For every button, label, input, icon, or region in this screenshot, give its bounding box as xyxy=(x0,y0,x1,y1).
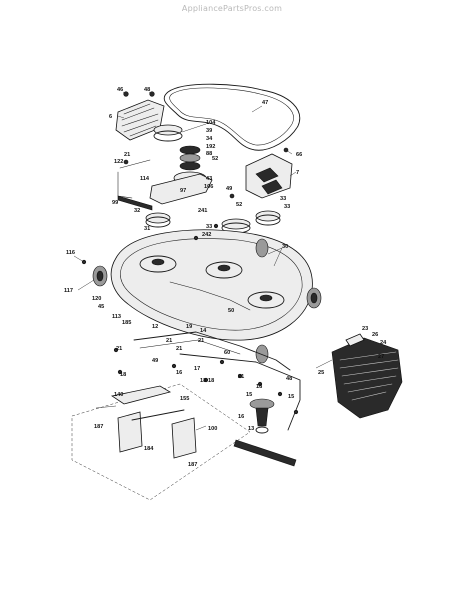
callout: 100 xyxy=(208,426,217,432)
belt-guard-left xyxy=(115,99,165,141)
callout: 117 xyxy=(64,288,73,294)
callout: 34 xyxy=(206,136,213,142)
callout: 13 xyxy=(248,426,254,432)
callout: 24 xyxy=(380,340,387,346)
callout: 21 xyxy=(238,374,244,380)
callout: 6 xyxy=(109,114,112,120)
callout: 18 xyxy=(200,378,206,384)
callout: 15 xyxy=(246,392,252,398)
callout: 52 xyxy=(236,202,242,208)
callout: 50 xyxy=(228,308,234,314)
callout: 33 xyxy=(206,224,212,230)
callout: 113 xyxy=(112,314,121,320)
callout: 185 xyxy=(122,320,131,326)
callout: 15 xyxy=(288,394,294,400)
callout: 241 xyxy=(198,208,207,214)
callout: 97 xyxy=(180,188,186,194)
callout: 12 xyxy=(152,324,158,330)
callout: 106 xyxy=(204,184,213,190)
callout: 116 xyxy=(66,250,75,256)
callout: 66 xyxy=(296,152,302,158)
callout: 242 xyxy=(202,232,211,238)
callout: 26 xyxy=(372,332,378,338)
callout: 48 xyxy=(286,376,292,382)
callout: 46 xyxy=(117,87,123,93)
callout: 16 xyxy=(238,414,244,420)
hardware-fasteners xyxy=(81,91,299,415)
callout: 7 xyxy=(296,170,299,176)
callout: 60 xyxy=(224,350,230,356)
callout: 21 xyxy=(124,152,130,158)
callout: 21 xyxy=(198,338,204,344)
callout: 104 xyxy=(206,120,216,126)
callout: 19 xyxy=(186,324,192,330)
callout: 49 xyxy=(152,358,158,364)
callout: 155 xyxy=(180,396,189,402)
callout: 33 xyxy=(284,204,290,210)
callout: 45 xyxy=(98,304,104,310)
callout: 18 xyxy=(120,372,126,378)
leader-lines xyxy=(73,91,333,431)
callout: 114 xyxy=(140,176,150,182)
callout: 52 xyxy=(212,156,218,162)
callout-labels: 46 48 6 104 39 34 192 88 52 47 66 21 122… xyxy=(64,87,387,468)
callout: 39 xyxy=(206,128,212,134)
callout: 21 xyxy=(116,346,122,352)
callout: 49 xyxy=(226,186,232,192)
deck-wheels xyxy=(92,238,322,364)
callout: 30 xyxy=(282,244,288,250)
callout: 18 xyxy=(256,384,262,390)
idler-arm xyxy=(117,159,213,211)
callout: 31 xyxy=(144,226,150,232)
inset-bracket-group xyxy=(71,383,251,501)
deck-links xyxy=(133,331,301,431)
callout: 120 xyxy=(92,296,101,302)
callout: 32 xyxy=(134,208,140,214)
callout: 21 xyxy=(166,338,172,344)
callout: 99 xyxy=(112,200,118,206)
callout: 16 xyxy=(176,370,182,376)
callout: 184 xyxy=(144,446,154,452)
callout: 23 xyxy=(362,326,368,332)
blade-spindle xyxy=(233,398,297,467)
callout: 187 xyxy=(188,462,197,468)
callout: 187 xyxy=(94,424,103,430)
watermark-text: AppliancePartsPros.com xyxy=(181,4,283,13)
callout: 140 xyxy=(114,392,123,398)
callout: 25 xyxy=(318,370,324,376)
callout: 27 xyxy=(378,354,384,360)
callout: 47 xyxy=(262,100,268,106)
idler-pulleys xyxy=(145,210,281,234)
callout: 88 xyxy=(206,151,212,157)
callout: 14 xyxy=(200,328,207,334)
callout: 122 xyxy=(114,159,123,165)
belt-cover-right xyxy=(245,153,293,199)
callout: 48 xyxy=(144,87,150,93)
discharge-chute xyxy=(331,333,403,419)
callout: 43 xyxy=(206,176,212,182)
callout: 18 xyxy=(208,378,214,384)
callout: 21 xyxy=(176,346,182,352)
callout: 33 xyxy=(280,196,286,202)
callout: 17 xyxy=(194,366,200,372)
callout: 192 xyxy=(206,144,215,150)
mower-deck xyxy=(110,229,313,341)
drive-belt xyxy=(163,83,300,151)
